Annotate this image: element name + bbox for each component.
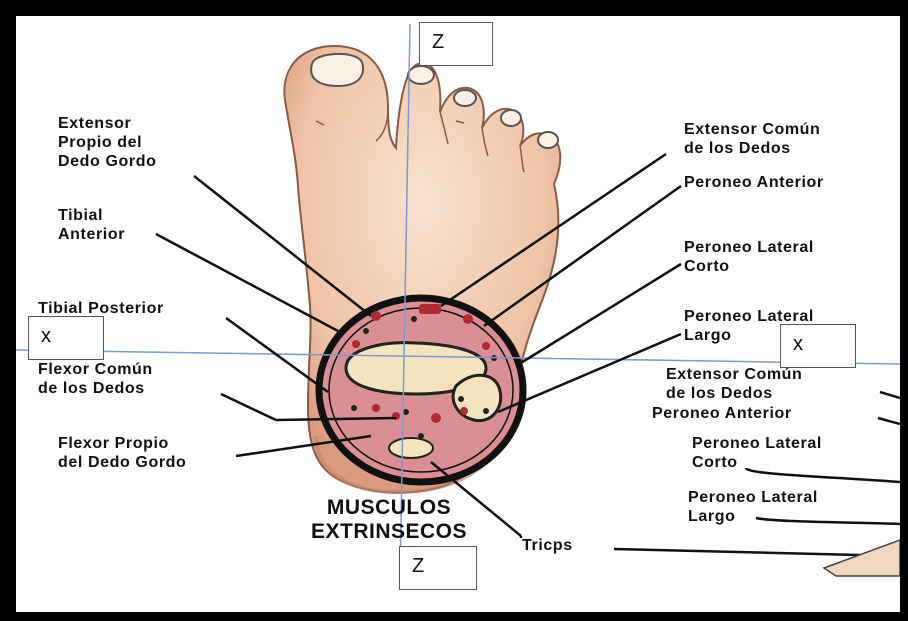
cross-section <box>319 298 523 482</box>
label-peroneo-lateral-largo-2: Peroneo Lateral Largo <box>688 488 818 526</box>
label-triceps: Tricps <box>522 536 573 555</box>
diagram-title: MUSCULOS EXTRINSECOS <box>274 496 504 544</box>
label-peroneo-anterior: Peroneo Anterior <box>684 173 824 192</box>
label-peroneo-lateral-corto-2: Peroneo Lateral Corto <box>692 434 822 472</box>
axis-label-z-bottom: Z <box>399 546 477 590</box>
axis-label-x-right: x <box>780 324 856 368</box>
cropped-foot-fragment <box>824 540 900 576</box>
label-flexor-propio: Flexor Propio del Dedo Gordo <box>58 434 186 472</box>
label-peroneo-anterior-2: Peroneo Anterior <box>652 404 792 423</box>
axis-label-x-left: x <box>28 316 104 360</box>
label-extensor-propio: Extensor Propio del Dedo Gordo <box>58 114 156 171</box>
label-flexor-comun: Flexor Común de los Dedos <box>38 360 153 398</box>
label-extensor-comun-2: Extensor Común de los Dedos <box>666 365 802 403</box>
diagram-panel: Extensor Propio del Dedo Gordo Tibial An… <box>16 16 900 612</box>
label-peroneo-lateral-corto: Peroneo Lateral Corto <box>684 238 814 276</box>
label-extensor-comun: Extensor Común de los Dedos <box>684 120 820 158</box>
label-tibial-anterior: Tibial Anterior <box>58 206 125 244</box>
axis-label-z-top: Z <box>419 22 493 66</box>
